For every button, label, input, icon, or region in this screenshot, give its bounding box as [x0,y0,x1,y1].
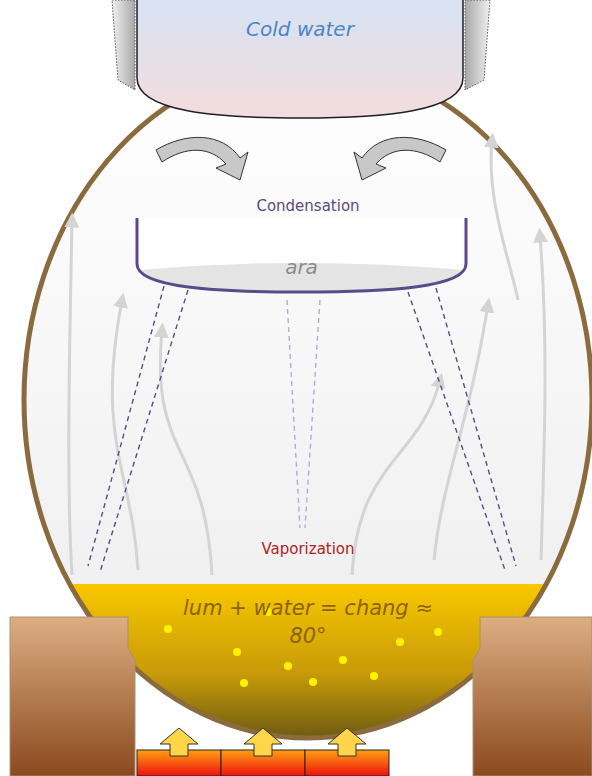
brick-support [10,617,135,776]
process-label: Vaporization [261,540,354,558]
vapour-arrows [69,140,545,575]
drip-lines [88,286,516,572]
liquid-band: lum + water = chang ≈ 80° [168,590,448,690]
ara-dish: ara [135,218,468,294]
fire [137,728,389,776]
process-label: Condensation [256,197,359,215]
node-text: ara [135,254,468,281]
node-text: Cold water [135,16,465,43]
cold-water-vessel: Cold water [135,0,465,120]
condensation-arrows [156,137,446,180]
lid-side [465,0,490,90]
brick-support [473,617,592,776]
lid-side [112,0,135,90]
drip-lines [287,300,320,528]
node-text: lum + water = chang ≈ 80° [168,594,448,651]
